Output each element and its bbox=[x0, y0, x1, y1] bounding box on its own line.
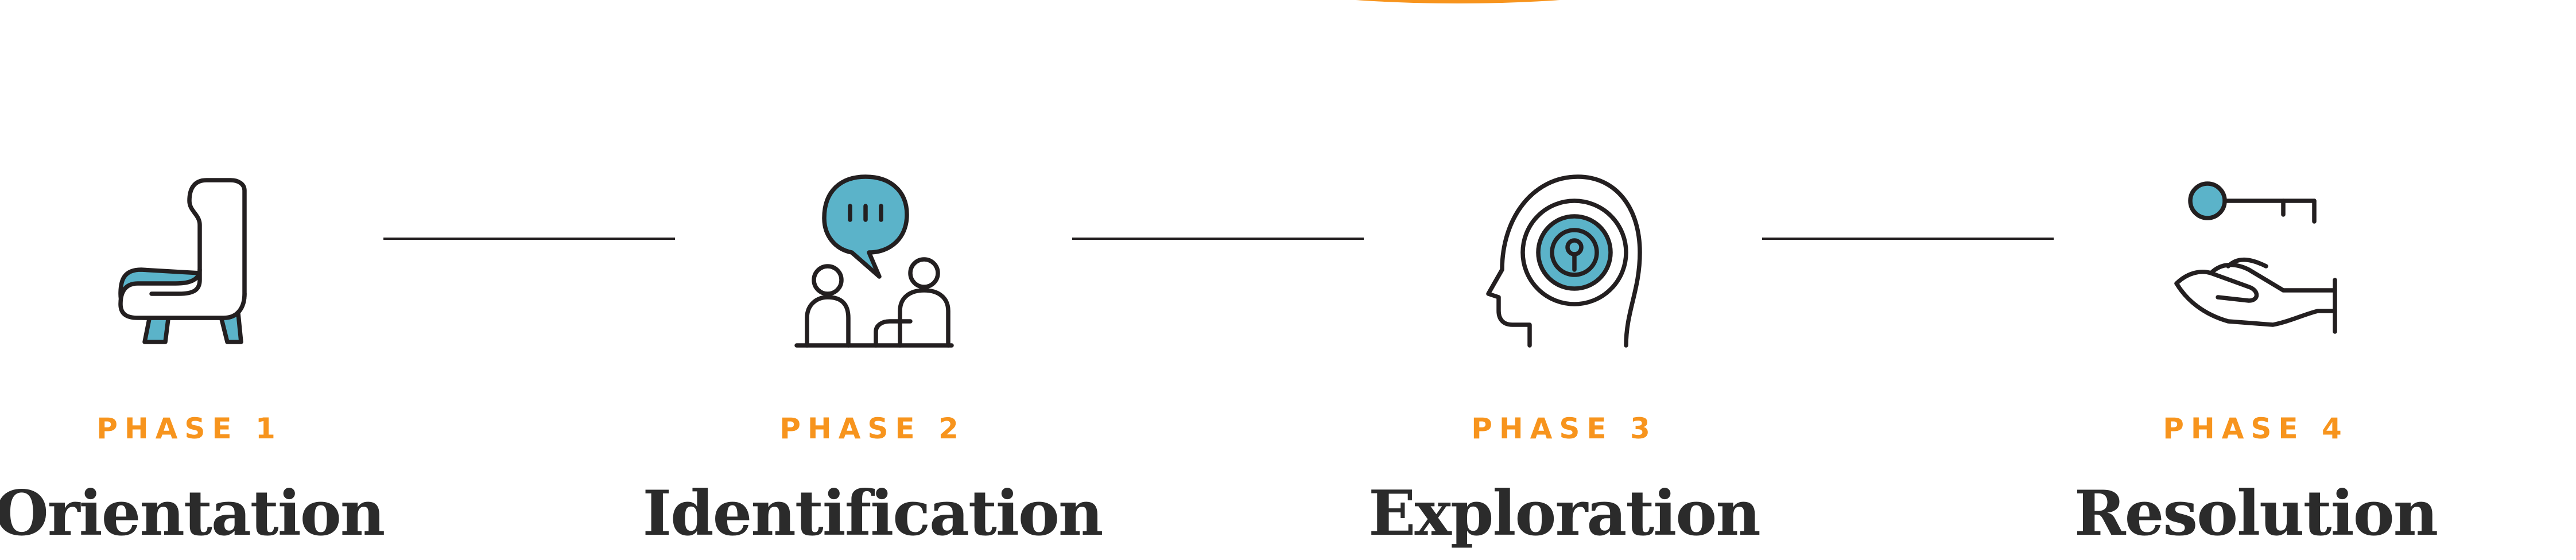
phase-label: PHASE 3 bbox=[1471, 412, 1657, 445]
head-target-icon bbox=[1478, 166, 1650, 356]
phase-1: PHASE 1 Orientation bbox=[0, 0, 396, 560]
hand-key-icon bbox=[2170, 166, 2342, 356]
phase-title: Orientation bbox=[0, 477, 385, 550]
conversation-icon bbox=[786, 166, 959, 356]
phase-title: Exploration bbox=[1368, 477, 1761, 550]
phase-label: PHASE 2 bbox=[779, 412, 965, 445]
orange-accent-bar bbox=[1251, 0, 1665, 3]
connector-line bbox=[383, 238, 675, 240]
phase-4: PHASE 4 Resolution bbox=[2049, 0, 2462, 560]
connector-line bbox=[1072, 238, 1364, 240]
phase-label: PHASE 4 bbox=[2163, 412, 2349, 445]
phase-3: PHASE 3 Exploration bbox=[1357, 0, 1771, 560]
connector-line bbox=[1762, 238, 2054, 240]
phase-title: Identification bbox=[642, 477, 1104, 550]
phase-label: PHASE 1 bbox=[96, 412, 282, 445]
armchair-icon bbox=[103, 166, 276, 356]
phase-title: Resolution bbox=[2074, 477, 2438, 550]
phase-2: PHASE 2 Identification bbox=[643, 0, 1103, 560]
